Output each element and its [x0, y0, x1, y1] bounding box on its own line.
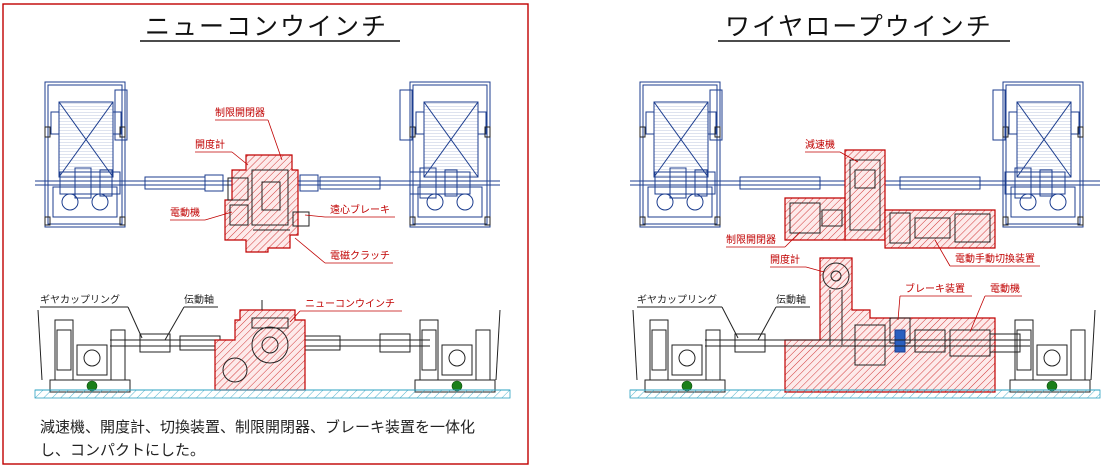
- right-drum-unit-left: [639, 81, 721, 228]
- left-note-line1: 減速機、開度計、切換装置、制限開閉器、ブレーキ装置を一体化: [40, 418, 475, 436]
- right-foundation: [629, 389, 1101, 399]
- right-label-motor: 電動機: [990, 282, 1020, 295]
- right-side-unit-right: [1009, 319, 1091, 393]
- left-foundation: [34, 389, 511, 399]
- right-label-gear-coupling: ギヤカップリング: [637, 293, 717, 306]
- left-side-unit-left: [49, 319, 131, 393]
- right-label-drive-shaft: 伝動軸: [776, 293, 806, 306]
- right-drum-unit-right: [1002, 81, 1084, 228]
- right-label-opening-meter: 開度計: [770, 253, 800, 266]
- left-newcon-side-highlight: [214, 309, 306, 391]
- right-label-limit-switch: 制限開閉器: [726, 233, 776, 246]
- left-label-motor: 電動機: [170, 206, 200, 219]
- right-switch-top-highlight: [884, 209, 996, 249]
- right-label-reducer: 減速機: [805, 138, 835, 151]
- left-label-magnetic-clutch: 電磁クラッチ: [330, 249, 390, 262]
- right-side-unit-left: [644, 319, 726, 393]
- left-label-drive-shaft: 伝動軸: [184, 293, 214, 306]
- left-label-limit-switch: 制限開閉器: [215, 106, 265, 119]
- left-label-opening-meter: 開度計: [195, 138, 225, 151]
- left-note-line2: し、コンパクトにした。: [40, 441, 205, 459]
- right-limit-switch-top-highlight: [784, 197, 846, 241]
- left-drum-unit-left: [44, 81, 126, 228]
- left-side-unit-right: [414, 319, 496, 393]
- left-label-newcon-winch: ニューコンウインチ: [305, 298, 395, 310]
- right-label-manual-switch: 電動手動切換装置: [955, 252, 1035, 265]
- left-title: ニューコンウインチ: [145, 12, 388, 41]
- right-title: ワイヤロープウインチ: [725, 12, 993, 41]
- right-reducer-top-highlight: [844, 149, 886, 241]
- left-label-centrifugal-brake: 遠心ブレーキ: [330, 203, 390, 216]
- right-label-brake-device: ブレーキ装置: [905, 282, 965, 295]
- left-label-gear-coupling: ギヤカップリング: [40, 293, 120, 306]
- left-panel-frame: [2, 3, 529, 465]
- left-drum-unit-right: [409, 81, 491, 228]
